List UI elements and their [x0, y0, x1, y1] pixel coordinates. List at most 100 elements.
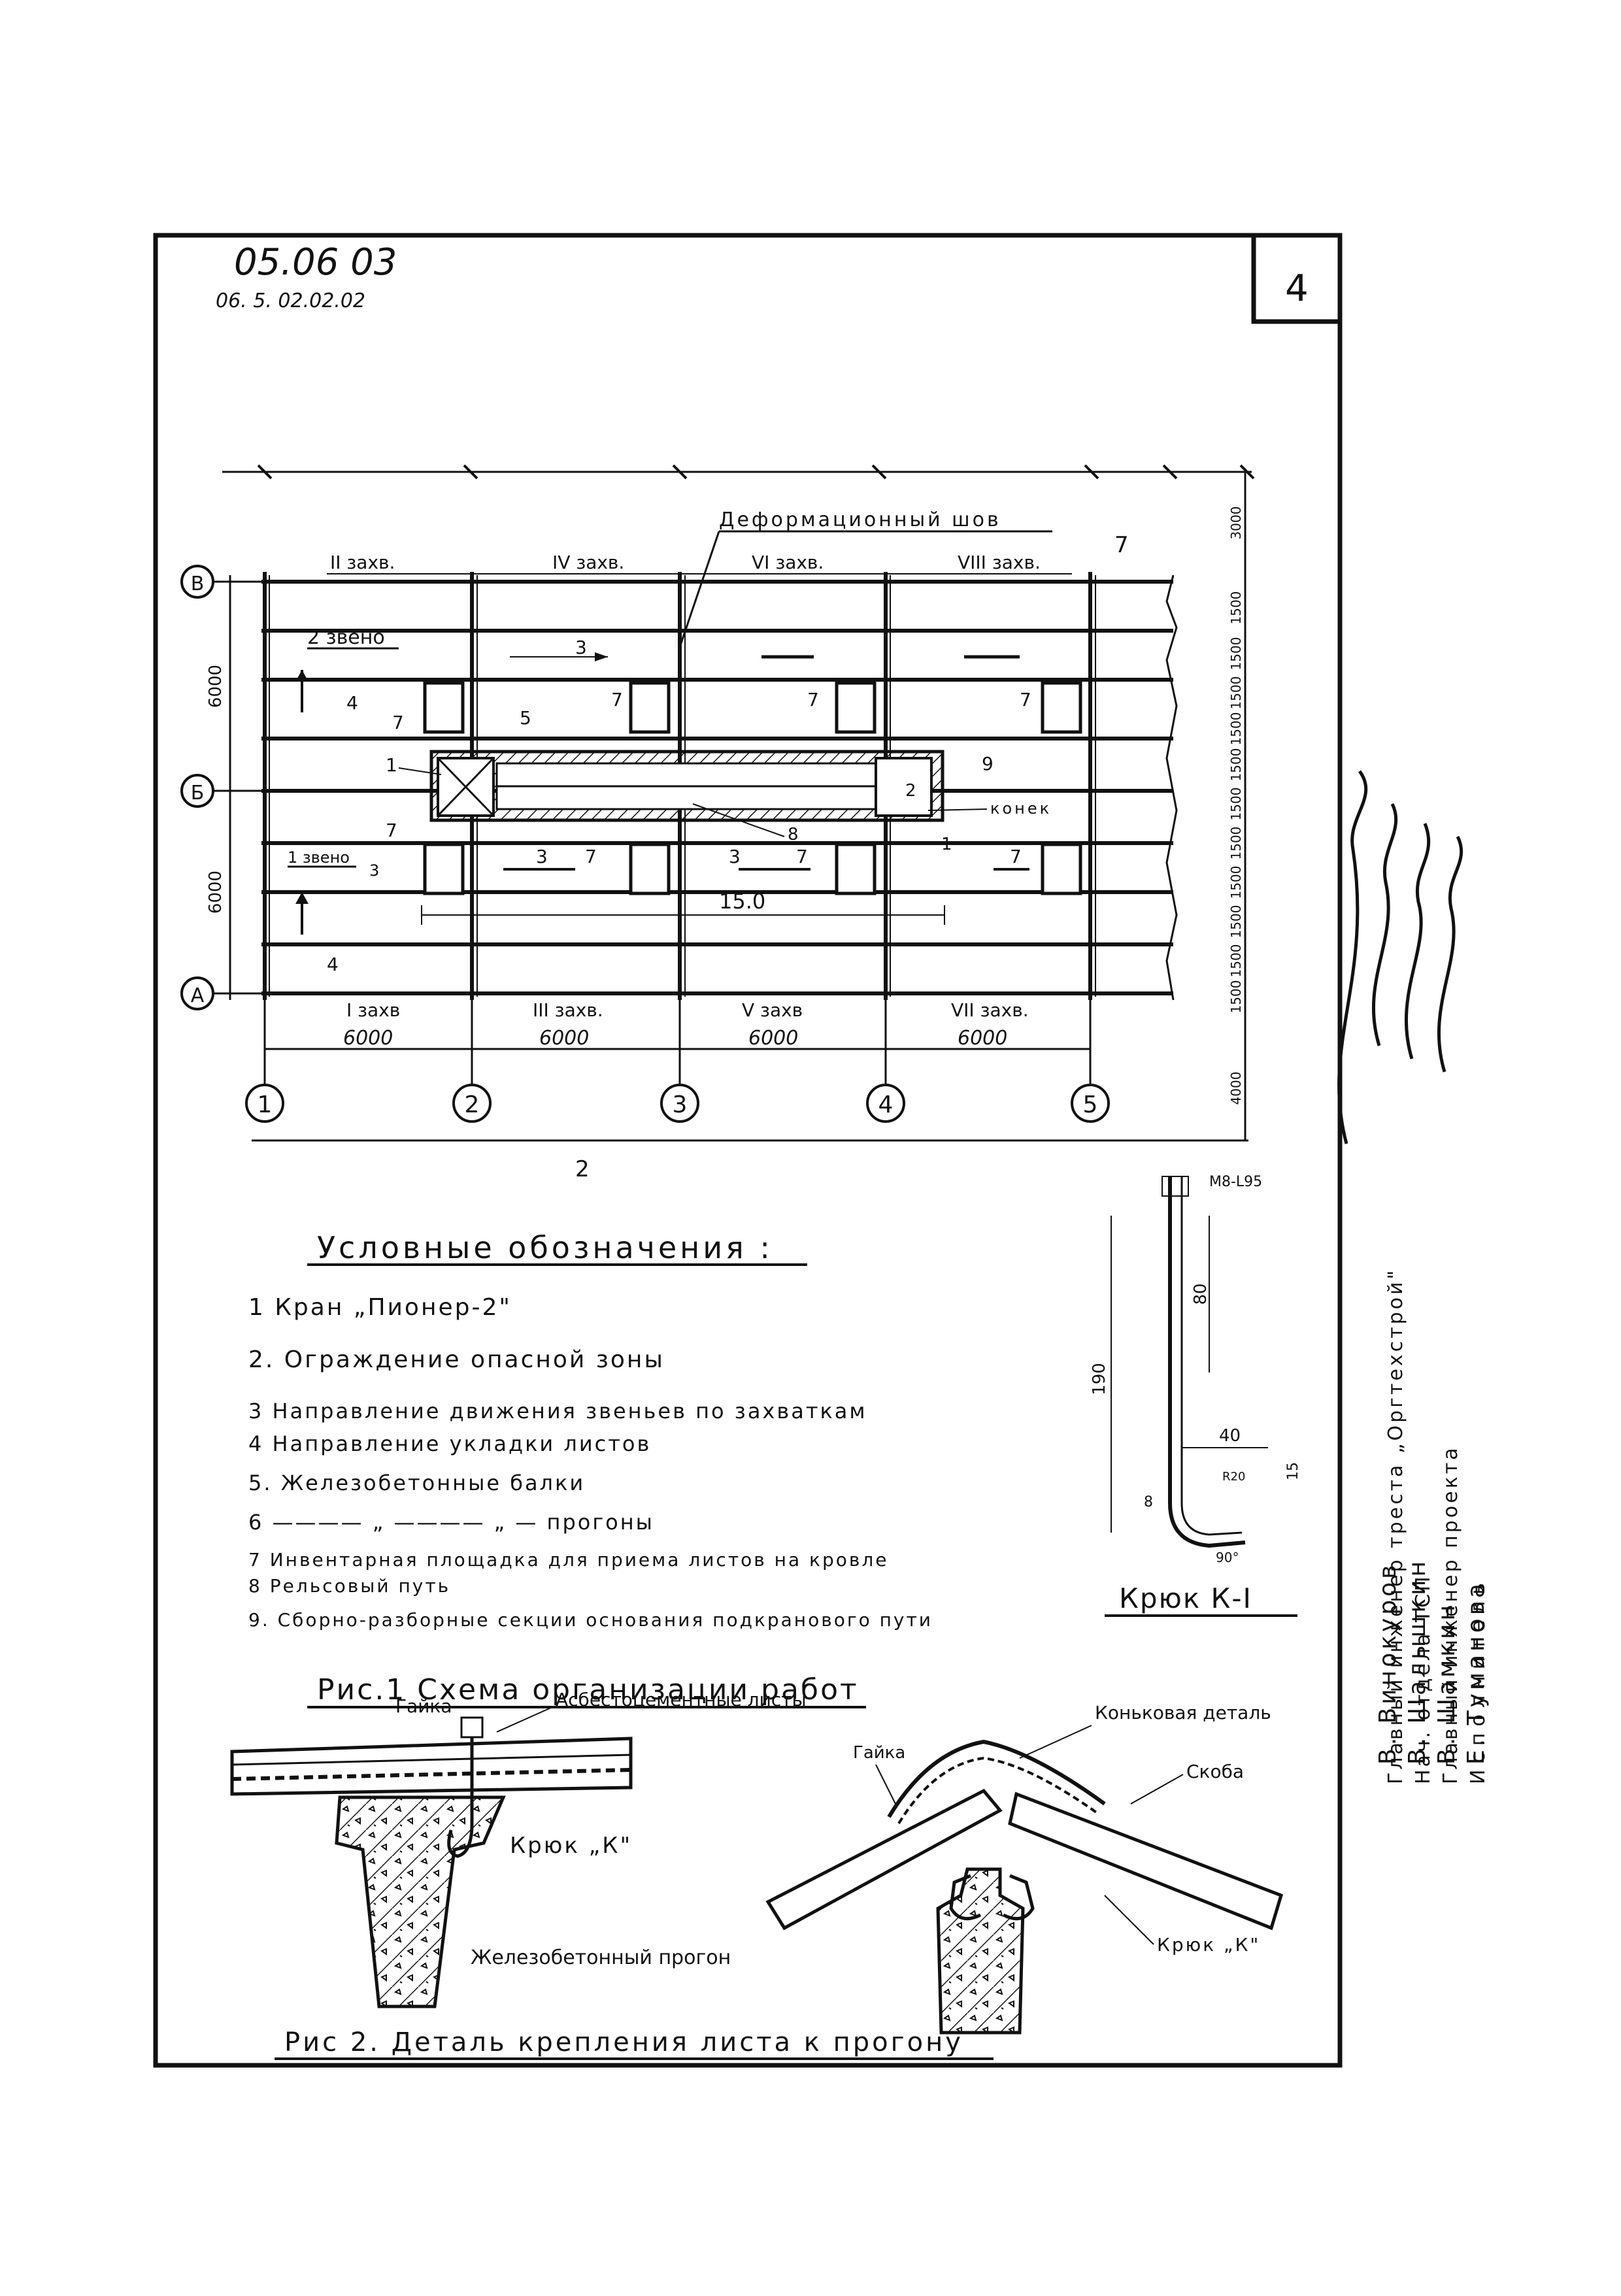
left-dim-lower: 6000: [206, 871, 226, 914]
svg-text:3: 3: [575, 637, 587, 658]
legend-item-1: 1 Кран „Пионер-2": [248, 1294, 512, 1321]
top-dim-ticks: [257, 464, 1255, 480]
capture-bottom-5: V захв: [742, 999, 803, 1021]
sig-name-2: В. Шалышкин: [1404, 1558, 1431, 1765]
svg-text:2: 2: [905, 781, 916, 801]
plan-scheme: Деформационный шов 7 II захв. IV захв. V…: [180, 464, 1255, 1182]
capture-bottom-7: VII захв.: [951, 999, 1029, 1021]
crane-right: [875, 757, 933, 817]
col-axis-3: 3: [673, 1091, 688, 1118]
svg-text:1500: 1500: [1228, 712, 1244, 746]
sheet-number: 4: [1285, 267, 1309, 310]
svg-text:4: 4: [346, 692, 358, 714]
svg-text:М8-L95: М8-L95: [1209, 1174, 1262, 1190]
row-axis-leaders: [213, 575, 261, 1000]
bay-dim-1: 6000: [343, 1027, 393, 1050]
right-dims: 3000 1500 1500 1500 1500 1500 1500 1500 …: [1228, 507, 1244, 1105]
link1-label: 1 звено: [288, 848, 350, 867]
svg-text:1: 1: [941, 835, 952, 854]
svg-text:1500: 1500: [1228, 637, 1244, 671]
svg-text:9: 9: [982, 753, 994, 774]
svg-text:1: 1: [386, 754, 397, 776]
svg-text:1500: 1500: [1228, 866, 1244, 899]
legend-item-4: 4 Направление укладки листов: [248, 1431, 652, 1456]
svg-text:4: 4: [327, 954, 339, 975]
callout-7-top: 7: [1114, 532, 1129, 558]
col-axis-1: 1: [258, 1091, 273, 1118]
svg-text:1500: 1500: [1228, 591, 1244, 625]
legend-title: Условные обозначения :: [317, 1230, 773, 1265]
signature-block: В. Винокуров В. Шалышкин В. Шамкин Е. Ту…: [1375, 1558, 1490, 1765]
svg-text:7: 7: [585, 846, 597, 867]
svg-text:R20: R20: [1222, 1470, 1245, 1484]
capture-bottom-1: I захв: [346, 999, 400, 1021]
bay-dim-2: 6000: [539, 1027, 589, 1050]
left-dim-upper: 6000: [206, 665, 226, 708]
svg-text:1500: 1500: [1228, 676, 1244, 710]
svg-text:Гайка: Гайка: [853, 1743, 905, 1763]
column-axis-leaders: [263, 1000, 1092, 1085]
svg-text:7: 7: [1010, 846, 1022, 867]
svg-text:Крюк „К": Крюк „К": [510, 1833, 632, 1859]
capture-bottom-3: III захв.: [533, 999, 603, 1021]
break-line: [1165, 574, 1178, 1001]
bay-dim-3: 6000: [748, 1027, 798, 1050]
svg-text:Коньковая деталь: Коньковая деталь: [1095, 1702, 1271, 1723]
svg-text:3: 3: [369, 861, 379, 880]
svg-text:7: 7: [796, 846, 808, 867]
column-axis-circles: [245, 1084, 1110, 1123]
svg-text:1500: 1500: [1228, 980, 1244, 1014]
col-axis-5: 5: [1083, 1091, 1098, 1118]
legend-item-9: 9. Сборно-разборные секции основания под…: [248, 1609, 933, 1631]
row-axis-a-label: А: [191, 984, 205, 1007]
svg-text:80: 80: [1191, 1283, 1211, 1305]
fig1-caption: Рис.1 Схема организации работ: [317, 1673, 859, 1706]
svg-text:7: 7: [386, 820, 397, 841]
svg-text:Гайка: Гайка: [395, 1695, 452, 1717]
sig-role-2: Нач. отдела ТСП: [1412, 1574, 1435, 1784]
sig-name-4: Е. Туманова: [1463, 1580, 1490, 1765]
legend-item-8: 8 Рельсовый путь: [248, 1575, 451, 1597]
svg-text:1500: 1500: [1228, 905, 1244, 939]
svg-text:3: 3: [536, 846, 548, 867]
svg-text:3: 3: [729, 846, 741, 867]
span-label: 15.0: [719, 889, 765, 914]
legend-item-6: 6 ———— „ ———— „ — прогоны: [248, 1510, 654, 1535]
ridge-label: конек: [990, 799, 1052, 818]
doc-code: 05.06 03: [234, 241, 397, 284]
legend-item-5: 5. Железобетонные балки: [248, 1471, 586, 1495]
fence-marker: 2: [575, 1156, 590, 1182]
platforms: [423, 681, 1082, 895]
hook-k1-detail: М8-L95 190 80 40 R20 90° 8 15 Крюк К-I: [1090, 1174, 1301, 1617]
row-axis-v-label: В: [191, 573, 205, 595]
capture-top-4: IV захв.: [552, 552, 624, 573]
svg-text:8: 8: [1144, 1494, 1153, 1510]
fig2-left-detail: Гайка Асбестоцементные листы Крюк „К" Же…: [230, 1689, 807, 2008]
svg-text:7: 7: [807, 689, 819, 710]
sig-role-3: Главный инженер проекта: [1439, 1445, 1462, 1784]
doc-subcode: 06. 5. 02.02.02: [216, 290, 365, 312]
svg-text:1500: 1500: [1228, 944, 1244, 978]
col-axis-4: 4: [878, 1091, 894, 1118]
capture-top-8: VIII захв.: [958, 552, 1041, 573]
svg-text:5: 5: [520, 707, 531, 729]
svg-text:15: 15: [1285, 1462, 1301, 1480]
svg-text:1500: 1500: [1228, 748, 1244, 782]
svg-text:8: 8: [788, 825, 799, 844]
sheet-number-box: [1251, 233, 1343, 324]
sig-role-4: Исполнитель: [1467, 1576, 1490, 1784]
svg-text:4000: 4000: [1228, 1072, 1244, 1105]
svg-text:7: 7: [1020, 689, 1031, 710]
fig2-right-detail: Гайка Коньковая деталь Скоба Крюк „К": [765, 1702, 1284, 2035]
sig-role-1: Главный инженер треста „Оргтехстрой": [1384, 1268, 1407, 1784]
sig-name-1: В. Винокуров: [1375, 1562, 1401, 1765]
legend-item-7: 7 Инвентарная площадка для приема листов…: [248, 1549, 889, 1571]
legend-item-3: 3 Направление движения звеньев по захват…: [248, 1399, 867, 1423]
svg-text:Железобетонный прогон: Железобетонный прогон: [471, 1946, 731, 1969]
svg-text:3000: 3000: [1228, 507, 1244, 540]
seam-leader-diag: [678, 531, 720, 648]
svg-text:190: 190: [1090, 1363, 1109, 1395]
hook-title: Крюк К-I: [1119, 1582, 1252, 1614]
